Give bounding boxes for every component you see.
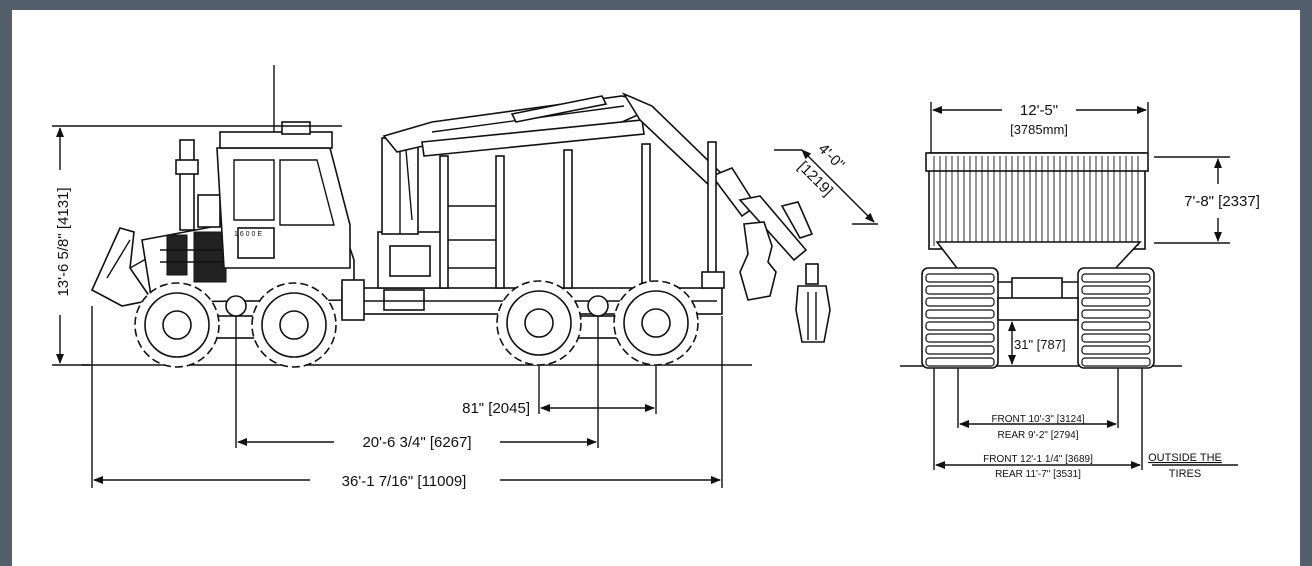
wheelbase-dimension: 20'-6 3/4" [6267]	[237, 434, 597, 451]
bunk-stakes	[439, 141, 725, 289]
bunk-height-dimension: 7'-8" [2337]	[1154, 156, 1260, 244]
left-tracks	[921, 267, 999, 369]
overall-length-label: 36'-1 7/16" [11009]	[342, 473, 467, 490]
crane-boom	[382, 92, 831, 343]
outside-the-tires-label-2: TIRES	[1169, 468, 1201, 480]
outside-width-dimension: FRONT 12'-1 1/4" [3689] REAR 11'-7" [353…	[933, 368, 1238, 480]
rear-view: 12'-5" [3785mm] 7'-8" [2337] 31" [787] F…	[900, 102, 1260, 480]
overall-length-dimension: 36'-1 7/16" [11009]	[93, 473, 721, 490]
side-view: 1 6 0 0 E	[52, 65, 878, 490]
outside-width-rear-label: REAR 11'-7" [3531]	[995, 469, 1081, 480]
operator-cab: 1 6 0 0 E	[216, 65, 351, 269]
track-width-rear-label: REAR 9'-2" [2794]	[997, 430, 1078, 441]
wheelbase-label: 20'-6 3/4" [6267]	[362, 434, 471, 451]
front-bogie-wheels	[134, 282, 337, 368]
bogie-spacing-label: 81" [2045]	[462, 400, 530, 417]
crane-base	[377, 137, 445, 289]
bogie-spacing-dimension: 81" [2045]	[462, 400, 655, 417]
track-width-front-label: FRONT 10'-3" [3124]	[991, 414, 1084, 425]
ground-clearance-label: 31" [787]	[1014, 337, 1066, 352]
rear-bogie-wheels	[496, 280, 699, 366]
overall-width-dimension: 12'-5" [3785mm]	[930, 102, 1149, 153]
outside-the-tires-label-1: OUTSIDE THE	[1148, 452, 1222, 464]
overall-width-label: 12'-5"	[1020, 102, 1058, 119]
outside-width-front-label: FRONT 12'-1 1/4" [3689]	[983, 454, 1093, 465]
ground-clearance-dimension: 31" [787]	[1008, 321, 1066, 365]
drawing-sheet: 1 6 0 0 E	[12, 10, 1300, 566]
bunk-height-label: 7'-8" [2337]	[1184, 193, 1260, 210]
model-badge: 1 6 0 0 E	[234, 231, 262, 238]
overall-height-label: 13'-6 5/8" [4131]	[55, 187, 72, 296]
right-tracks	[1077, 267, 1155, 369]
overall-width-mm-label: [3785mm]	[1010, 122, 1068, 137]
forwarder-dimension-drawing: 1 6 0 0 E	[52, 65, 1260, 490]
track-width-dimension: FRONT 10'-3" [3124] REAR 9'-2" [2794]	[957, 368, 1119, 441]
overall-height-dimension: 13'-6 5/8" [4131]	[52, 125, 342, 366]
